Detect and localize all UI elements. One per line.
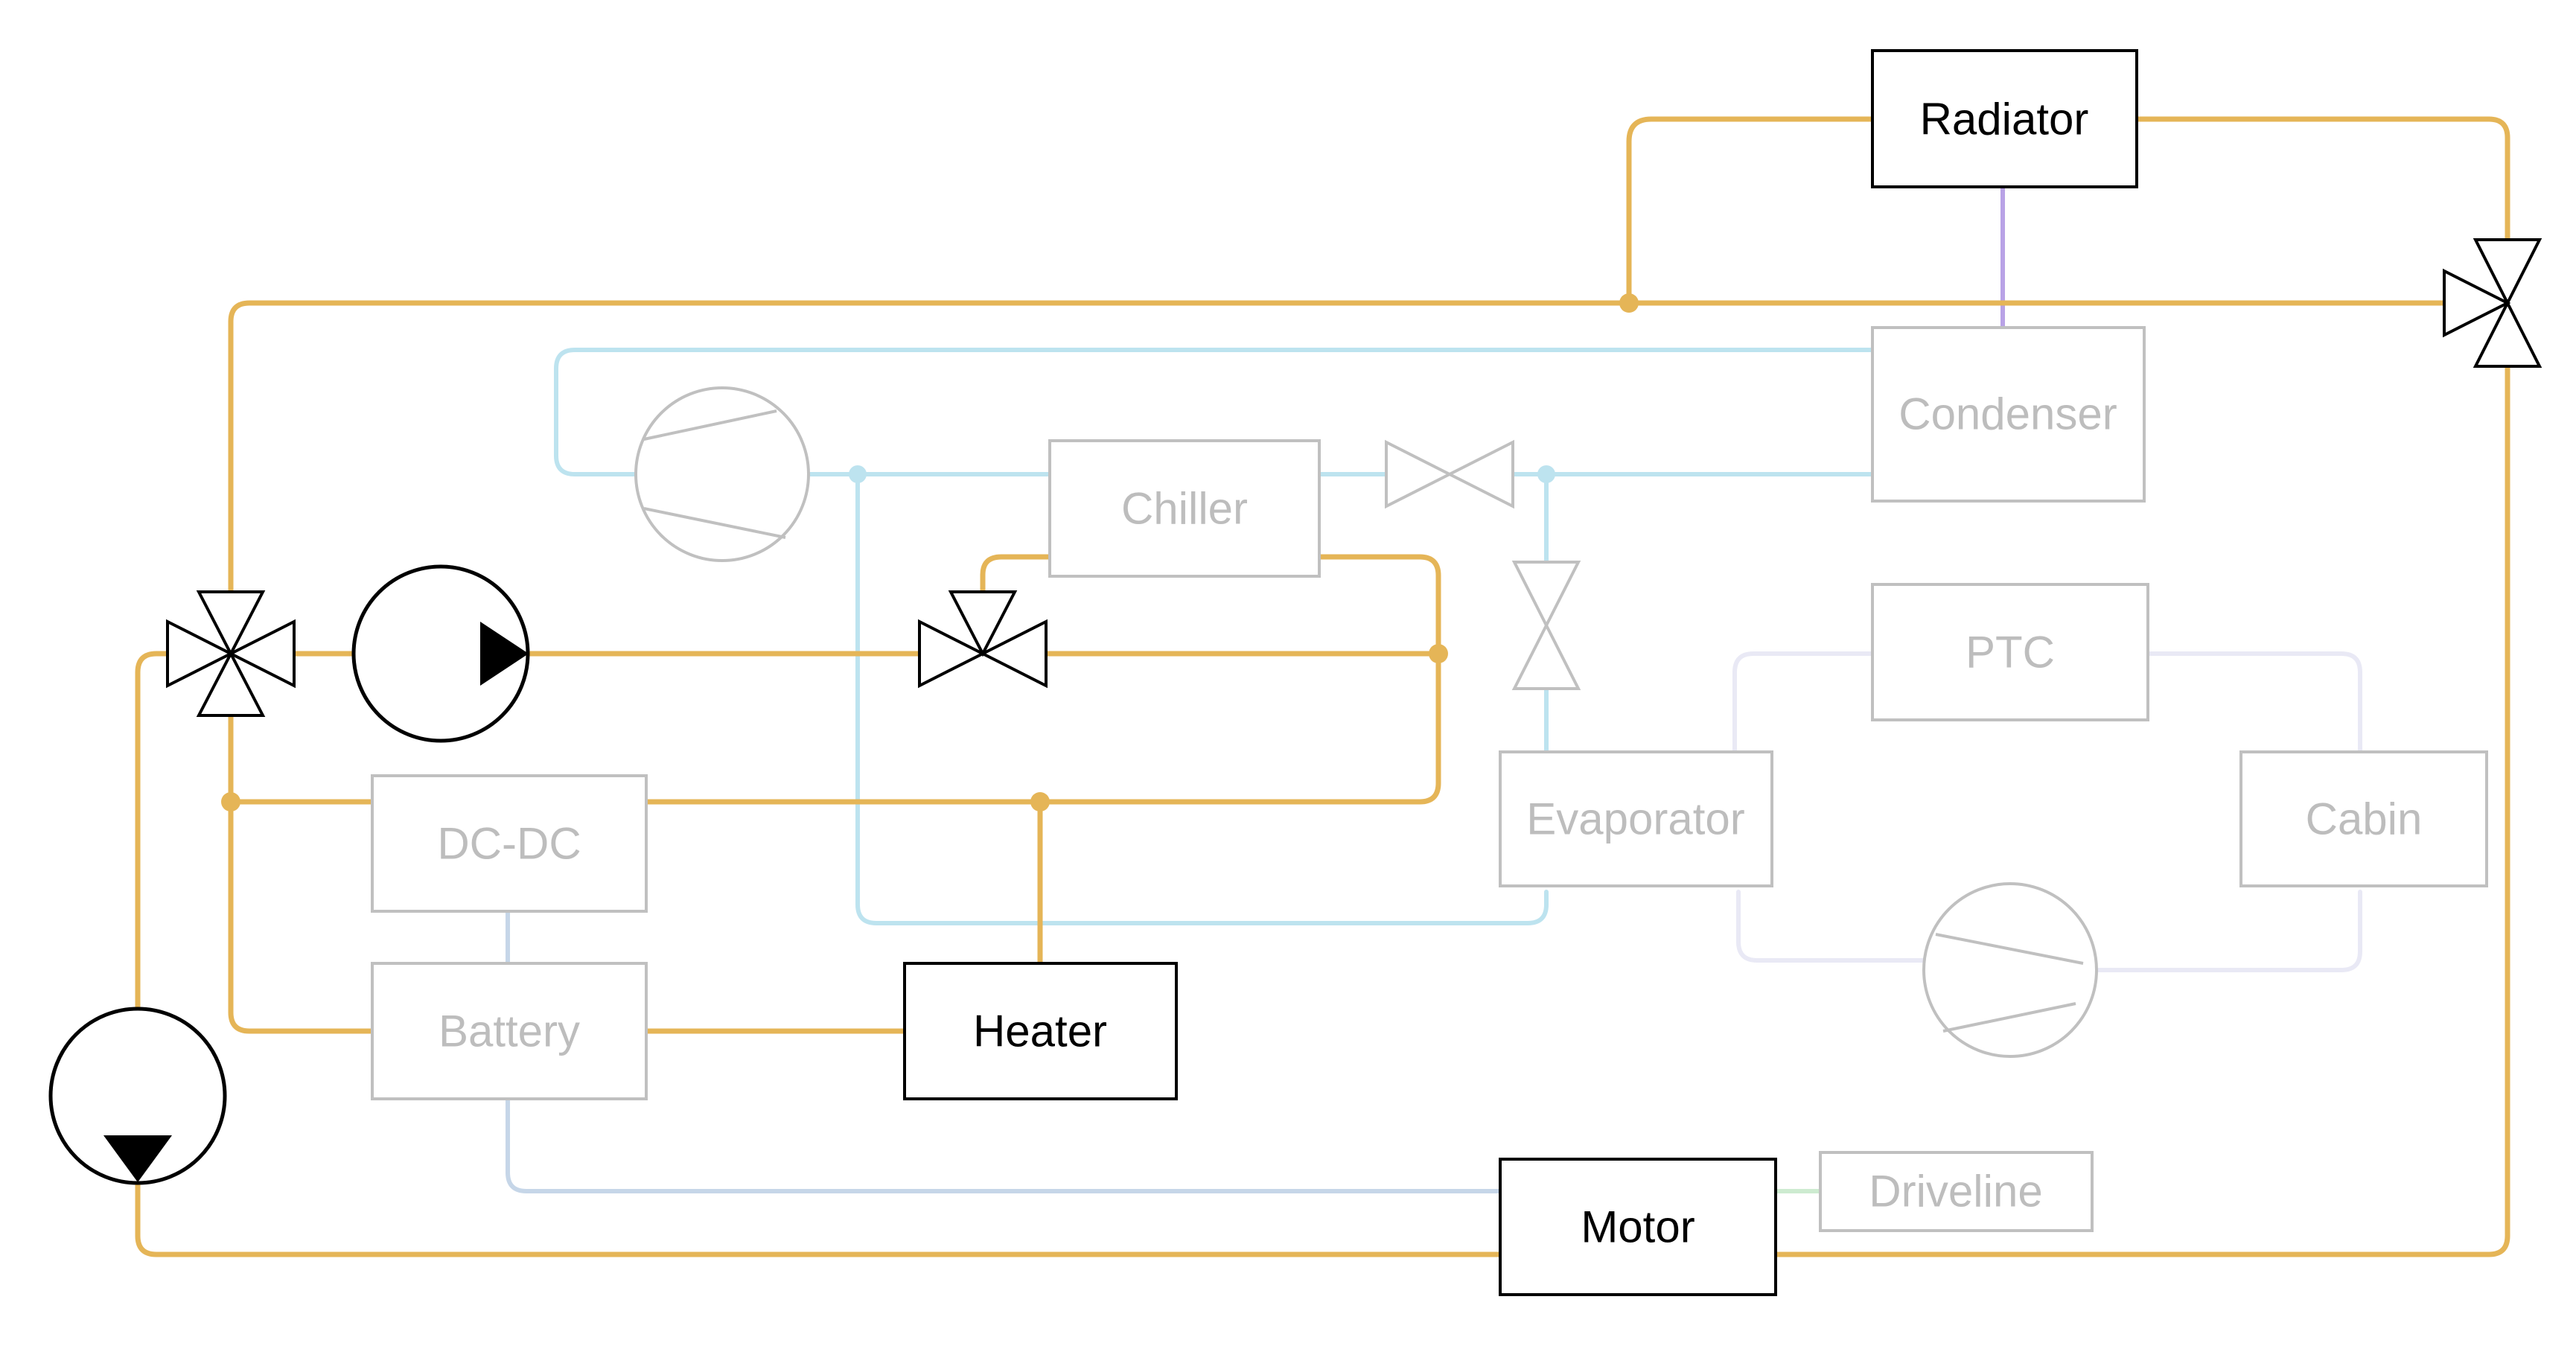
coolant-bottom-line — [135, 1181, 1503, 1257]
chiller-label: Chiller — [1121, 484, 1248, 534]
cabin-pipe-ptc-right — [2146, 651, 2362, 754]
coolant-valve-down — [228, 712, 375, 1034]
expansion-valve-icon[interactable] — [1511, 561, 1581, 690]
evaporator-label: Evaporator — [1526, 794, 1745, 844]
battery-motor-link — [506, 1097, 1502, 1193]
coolant-radiator-bypass — [1626, 116, 1875, 306]
dcdc-label: DC-DC — [437, 819, 581, 869]
radiator-box[interactable]: Radiator — [1871, 49, 2138, 188]
battery-label: Battery — [439, 1007, 580, 1056]
condenser-box[interactable]: Condenser — [1871, 326, 2146, 503]
cabin-box[interactable]: Cabin — [2239, 750, 2488, 887]
cabin-pipe-evap-bottom — [1736, 890, 1931, 963]
battery-box[interactable]: Battery — [371, 962, 648, 1100]
coolant-pump-to-valve — [135, 651, 170, 1014]
heater-label: Heater — [973, 1007, 1107, 1056]
junction-dot-icon — [1619, 293, 1639, 313]
junction-dot-icon — [221, 792, 240, 811]
junction-dot-icon — [1537, 465, 1555, 483]
compressor-icon[interactable] — [1922, 882, 2098, 1058]
three-way-valve-icon[interactable] — [918, 590, 1048, 689]
coolant-junctions — [221, 293, 1639, 811]
expansion-valve-icon[interactable] — [1385, 439, 1514, 509]
junction-dot-icon — [849, 465, 867, 483]
refrigerant-return — [855, 472, 1549, 925]
driveline-label: Driveline — [1869, 1167, 2042, 1216]
dcdc-box[interactable]: DC-DC — [371, 774, 648, 913]
cabin-pipe-ptc-left — [1732, 651, 1875, 754]
motor-box[interactable]: Motor — [1499, 1158, 1777, 1296]
components: Radiator Condenser Chiller PTC Evaporato… — [371, 49, 2488, 1296]
cabin-label: Cabin — [2306, 794, 2423, 844]
coolant-right-riser — [1773, 363, 2510, 1257]
ptc-box[interactable]: PTC — [1871, 583, 2149, 721]
refrigerant-loop — [554, 348, 1875, 925]
refrigerant-junctions — [849, 465, 1555, 483]
cabin-air-loop — [1732, 651, 2362, 972]
motor-label: Motor — [1581, 1202, 1695, 1252]
pump-icon[interactable] — [351, 564, 530, 743]
coolant-loop — [135, 116, 2510, 1257]
radiator-label: Radiator — [1920, 95, 2089, 144]
cabin-pipe-cabin-bottom — [2090, 890, 2362, 972]
coolant-3way-up — [980, 554, 1053, 595]
coolant-top-line — [228, 300, 2460, 595]
ptc-label: PTC — [1966, 628, 2055, 677]
chiller-box[interactable]: Chiller — [1048, 439, 1321, 578]
junction-dot-icon — [1030, 792, 1050, 811]
heater-box[interactable]: Heater — [903, 962, 1178, 1100]
coolant-chiller-right — [643, 554, 1441, 805]
electric-line — [506, 910, 1502, 1193]
pump-icon[interactable] — [48, 1007, 227, 1185]
evaporator-box[interactable]: Evaporator — [1499, 750, 1773, 887]
junction-dot-icon — [1429, 644, 1448, 663]
driveline-box[interactable]: Driveline — [1819, 1151, 2094, 1232]
coolant-radiator-out — [2134, 116, 2510, 243]
compressor-icon[interactable] — [634, 386, 810, 562]
four-way-valve-icon[interactable] — [166, 590, 296, 717]
refrigerant-top — [554, 348, 1875, 476]
three-way-valve-icon[interactable] — [2443, 238, 2542, 368]
condenser-label: Condenser — [1898, 389, 2117, 439]
